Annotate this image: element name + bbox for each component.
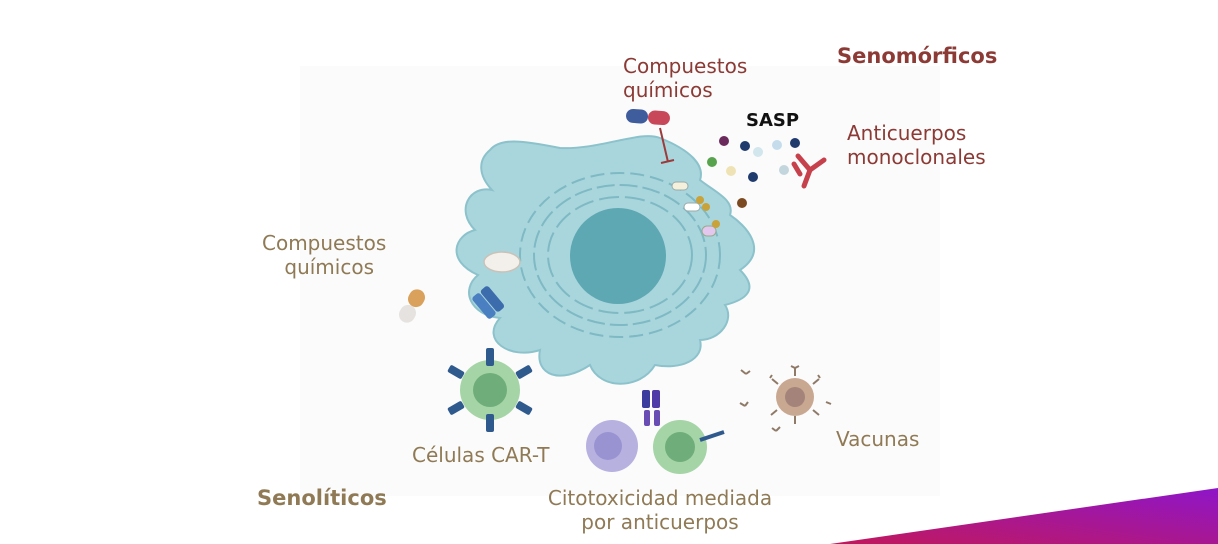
compuestos-top-line2: químicos <box>623 78 713 102</box>
compuestos-left-line2: químicos <box>284 255 374 279</box>
citotox-line1: Citotoxicidad mediada <box>547 486 773 510</box>
anticuerpos-label: Anticuerpos monoclonales <box>847 121 986 169</box>
compuestos-left-label: Compuestos químicos <box>262 231 387 279</box>
capsule-icon-top <box>626 108 670 126</box>
compuestos-left-line1: Compuestos <box>262 231 387 255</box>
compuestos-top-label: Compuestos químicos <box>623 54 747 102</box>
sasp-label: SASP <box>746 110 800 131</box>
anticuerpos-line1: Anticuerpos <box>847 121 967 145</box>
compuestos-top-line1: Compuestos <box>623 54 748 78</box>
citotoxicidad-label: Citotoxicidad mediada por anticuerpos <box>530 486 790 534</box>
capsule-icon-left <box>399 289 425 323</box>
car-t-label: Células CAR-T <box>412 443 550 467</box>
vacunas-label: Vacunas <box>836 427 920 451</box>
antibody-icon <box>791 153 827 189</box>
receptor-icon <box>472 286 505 319</box>
senoliticos-title: Senolíticos <box>257 486 387 510</box>
senescent-cell <box>455 127 755 385</box>
nucleus <box>570 208 666 304</box>
senomorficos-title: Senomórficos <box>837 44 998 68</box>
adcc-cells <box>586 390 725 474</box>
vaccine-cell <box>739 365 832 432</box>
car-t-cell <box>447 348 533 432</box>
sasp-vesicles <box>671 181 720 237</box>
anticuerpos-line2: monoclonales <box>847 145 986 169</box>
sasp-factors <box>707 136 800 208</box>
citotox-line2: por anticuerpos <box>581 510 739 534</box>
accent-shape <box>830 488 1218 544</box>
mitochondria-icon <box>483 251 521 273</box>
